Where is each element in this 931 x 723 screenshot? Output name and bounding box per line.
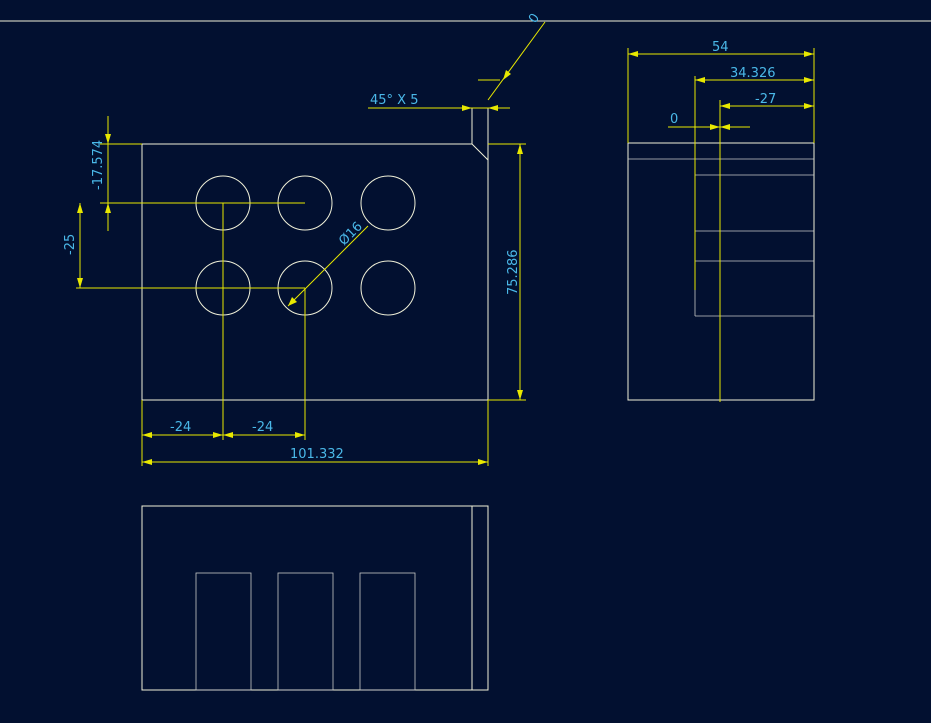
hole-6[interactable] (360, 260, 416, 316)
top-marker-leader (487, 21, 546, 101)
dim-arrow (478, 459, 488, 465)
dim-arrow (77, 278, 83, 288)
dim-arrow (295, 432, 305, 438)
bottom-view-hole-section (359, 572, 416, 691)
dim-arrow (142, 459, 152, 465)
front-view[interactable]: -17.574 -25 75.286 -24 -24 101.332 (63, 11, 546, 466)
hole-diameter-label: Ø16 (336, 219, 366, 249)
dim-arrow (710, 124, 720, 130)
dim-arrow (488, 105, 498, 111)
dim-arrow (503, 70, 511, 80)
dim-arrow (517, 144, 523, 154)
dim-arrow (223, 432, 233, 438)
dim-arrow (77, 203, 83, 213)
dim-arrow (720, 103, 730, 109)
dim-arrow (142, 432, 152, 438)
bottom-view-outline[interactable] (141, 505, 489, 691)
bottom-view[interactable] (141, 505, 489, 691)
dim-arrow (804, 103, 814, 109)
hole-3[interactable] (360, 175, 416, 231)
dim-text-pitch-x2: -24 (252, 420, 273, 435)
top-marker-label: 0 (526, 11, 543, 26)
bottom-view-hole-section (277, 572, 334, 691)
bottom-view-hole-section (195, 572, 252, 691)
dim-arrow (695, 77, 705, 83)
dim-arrow (105, 134, 111, 144)
dim-arrow (628, 51, 638, 57)
side-view[interactable]: 54 34.326 -27 0 (627, 40, 815, 402)
dim-arrow (517, 390, 523, 400)
dim-text-pitch-x1: -24 (170, 420, 191, 435)
dim-text-total: 54 (712, 40, 729, 55)
dim-arrow (804, 51, 814, 57)
dim-arrow (105, 203, 111, 213)
dim-text-hole-pitch-y: -25 (63, 234, 78, 255)
side-view-outline[interactable] (627, 142, 815, 401)
dim-text-zero: 0 (670, 112, 678, 127)
dim-arrow (804, 77, 814, 83)
dim-text-height: 75.286 (506, 250, 521, 296)
diameter-leader (287, 225, 369, 307)
front-view-outline[interactable] (141, 143, 489, 401)
dim-arrow (288, 297, 297, 306)
dim-arrow (213, 432, 223, 438)
dim-text-inner: -27 (755, 92, 776, 107)
dim-arrow (720, 124, 730, 130)
chamfer-label: 45° X 5 (370, 93, 418, 108)
dim-text-mid: 34.326 (730, 66, 776, 81)
dim-text-width: 101.332 (290, 447, 344, 462)
dim-arrow (462, 105, 472, 111)
dim-text-hole-offset-y: -17.574 (91, 140, 106, 190)
